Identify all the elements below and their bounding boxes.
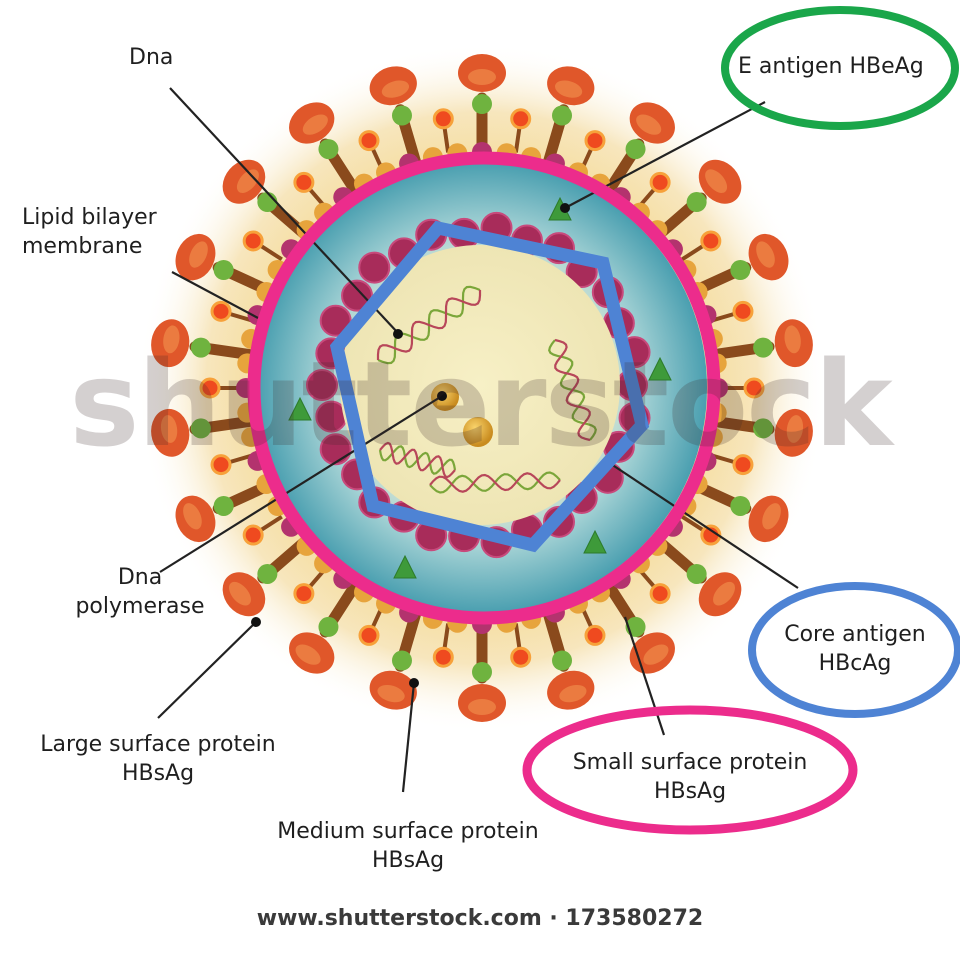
label-medium-surface-protein: Medium surface protein HBsAg xyxy=(248,817,568,875)
label-lipid-bilayer: Lipid bilayer membrane xyxy=(22,203,157,261)
label-small-line-1: Small surface protein xyxy=(540,748,840,777)
label-dna-polymerase-line-1: Dna xyxy=(40,563,240,592)
label-dna: Dna xyxy=(129,43,173,72)
label-lipid-line-1: Lipid bilayer xyxy=(22,203,157,232)
label-small-surface-protein: Small surface protein HBsAg xyxy=(540,748,840,806)
label-core-line-1: Core antigen xyxy=(765,620,945,649)
label-lipid-line-2: membrane xyxy=(22,232,157,261)
label-medium-line-1: Medium surface protein xyxy=(248,817,568,846)
label-large-line-2: HBsAg xyxy=(8,759,308,788)
label-dna-polymerase-line-2: polymerase xyxy=(40,592,240,621)
label-small-line-2: HBsAg xyxy=(540,777,840,806)
footer-credit: www.shutterstock.com · 173580272 xyxy=(0,906,960,931)
label-dna-polymerase: Dna polymerase xyxy=(40,563,240,621)
label-medium-line-2: HBsAg xyxy=(248,846,568,875)
leader-large-protein xyxy=(158,622,256,718)
label-core-antigen: Core antigen HBcAg xyxy=(765,620,945,678)
label-dna-text: Dna xyxy=(129,43,173,72)
watermark: shutterstock xyxy=(0,335,960,473)
label-e-antigen-text: E antigen HBeAg xyxy=(738,52,924,81)
label-large-line-1: Large surface protein xyxy=(8,730,308,759)
label-core-line-2: HBcAg xyxy=(765,649,945,678)
label-large-surface-protein: Large surface protein HBsAg xyxy=(8,730,308,788)
label-e-antigen: E antigen HBeAg xyxy=(738,52,924,81)
